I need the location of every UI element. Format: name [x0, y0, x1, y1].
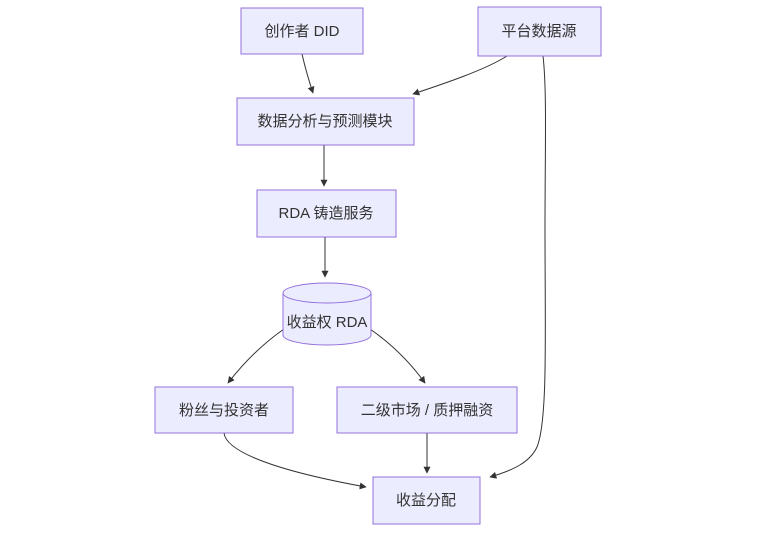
edge-layer — [223, 53, 546, 490]
secondary-market-box — [336, 386, 518, 434]
edge-creator-to-analysis — [301, 53, 315, 94]
platform-source-box — [477, 6, 602, 57]
analysis-module-label: 数据分析与预测模块 — [257, 113, 392, 130]
fans-investors-box — [154, 386, 294, 434]
rda-store-label: 收益权 RDA — [287, 314, 368, 331]
edge-store-to-fans — [227, 328, 285, 384]
edge-platform-to-analysis — [412, 55, 508, 96]
node-rda-minting: RDA 铸造服务 — [256, 189, 397, 238]
fans-investors-label: 粉丝与投资者 — [179, 402, 269, 419]
rda-minting-box — [256, 189, 397, 238]
analysis-module-box — [236, 97, 415, 146]
rda-store-cylinder-shape — [282, 282, 372, 346]
rda-minting-label: RDA 铸造服务 — [278, 205, 373, 222]
revenue-distribution-label: 收益分配 — [396, 492, 456, 509]
node-revenue-distribution: 收益分配 — [372, 476, 481, 525]
node-fans-investors: 粉丝与投资者 — [154, 386, 294, 434]
node-creator-did: 创作者 DID — [240, 7, 364, 55]
creator-did-box — [240, 7, 364, 55]
node-analysis-module: 数据分析与预测模块 — [236, 97, 415, 146]
node-secondary-market: 二级市场 / 质押融资 — [336, 386, 518, 434]
edge-fans-to-revenue — [223, 432, 367, 490]
node-rda-store-cylinder: 收益权 RDA — [282, 282, 372, 346]
creator-did-label: 创作者 DID — [264, 23, 339, 40]
revenue-distribution-box — [372, 476, 481, 525]
platform-source-label: 平台数据源 — [501, 23, 576, 40]
edge-store-to-market — [369, 328, 426, 384]
edge-platform-to-revenue — [489, 55, 546, 479]
secondary-market-label: 二级市场 / 质押融资 — [361, 402, 494, 419]
node-platform-source: 平台数据源 — [477, 6, 602, 57]
